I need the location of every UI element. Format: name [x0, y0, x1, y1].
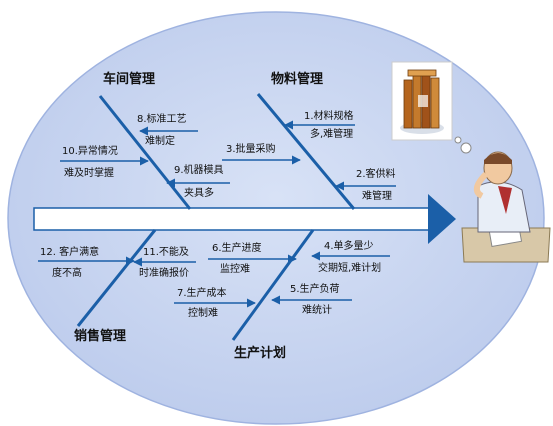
category-workshop: 车间管理: [103, 72, 156, 87]
cause-10-line1: 10.异常情况: [62, 146, 118, 157]
category-production: 生产计划: [234, 346, 287, 361]
cause-12-line1: 12. 客户满意: [40, 247, 100, 258]
cause-5-line2: 难统计: [302, 305, 332, 316]
cause-2-line1: 2.客供料: [356, 169, 396, 180]
cause-7-line2: 控制难: [188, 308, 218, 319]
cause-1-line2: 多,难管理: [310, 129, 354, 140]
category-materials: 物料管理: [271, 72, 324, 87]
bone-sales: [76, 229, 157, 327]
cause-8-line1: 8.标准工艺: [137, 114, 187, 125]
cause-12-line2: 度不高: [52, 268, 82, 279]
cause-9-line2: 夹具多: [184, 188, 214, 199]
spine-arrowhead: [428, 194, 456, 244]
cause-6-line2: 监控难: [220, 264, 250, 275]
category-sales: 销售管理: [74, 329, 127, 344]
cause-11-line1: 11.不能及: [143, 247, 189, 258]
thought-bubble-large: [460, 142, 472, 154]
cause-2-line2: 难管理: [362, 191, 392, 202]
bone-workshop: [98, 95, 192, 210]
thinking-man-icon: [461, 151, 551, 263]
cause-5-line1: 5.生产负荷: [290, 284, 340, 295]
cause-6-line1: 6.生产进度: [212, 243, 262, 254]
cause-8-line2: 难制定: [145, 136, 175, 147]
main-spine: [33, 207, 431, 231]
cause-1-line1: 1.材料规格: [304, 111, 354, 122]
bone-production: [231, 229, 315, 341]
cause-4-line1: 4.单多量少: [324, 241, 374, 252]
cause-3: 3.批量采购: [226, 144, 276, 155]
cause-11-line2: 时准确报价: [139, 268, 189, 279]
stacked-books-icon: [391, 61, 453, 141]
cause-7-line1: 7.生产成本: [177, 288, 227, 299]
cause-10-line2: 难及时掌握: [64, 168, 114, 179]
thought-bubble-small: [454, 136, 462, 144]
cause-4-line2: 交期短,难计划: [318, 263, 382, 274]
cause-9-line1: 9.机器模具: [174, 165, 224, 176]
